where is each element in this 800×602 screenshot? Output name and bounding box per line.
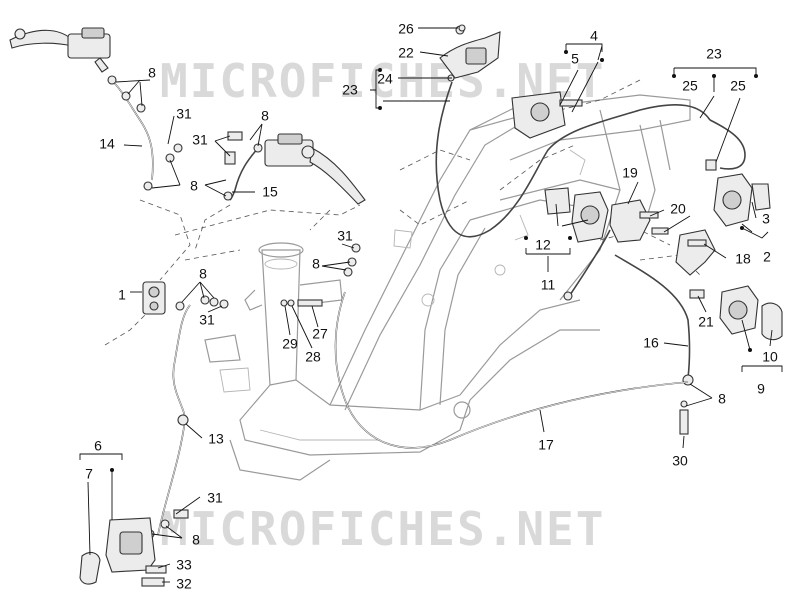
callout-labels: 1234567888888891011121314151617181920212… <box>85 21 778 592</box>
caliper-bracket-18 <box>675 229 716 276</box>
parking-brake-cable <box>435 81 711 238</box>
callout-c8e: 8 <box>312 256 320 272</box>
callout-c14: 14 <box>99 136 115 152</box>
callout-c24: 24 <box>377 71 393 87</box>
callout-c6: 6 <box>94 438 102 454</box>
left-master-cylinder <box>9 27 111 73</box>
callout-c31b: 31 <box>192 132 208 148</box>
callout-c30: 30 <box>672 453 688 469</box>
callout-c33: 33 <box>176 557 192 573</box>
callout-c16: 16 <box>643 335 659 351</box>
parking-caliper <box>511 91 583 139</box>
brake-hose-17 <box>334 291 689 449</box>
callout-c11: 11 <box>541 277 556 293</box>
callout-c7: 7 <box>85 466 93 482</box>
callout-c31e: 31 <box>207 490 223 506</box>
callout-c23a: 23 <box>342 82 358 98</box>
callout-c8a: 8 <box>148 65 156 81</box>
callout-c4: 4 <box>590 28 598 44</box>
callout-c1: 1 <box>118 287 126 303</box>
callout-c8d: 8 <box>199 266 207 282</box>
callout-c31c: 31 <box>337 228 353 244</box>
right-master-cylinder <box>264 133 366 205</box>
callout-c25a: 25 <box>682 78 698 94</box>
leader-lines <box>79 27 783 583</box>
rear-caliper-center <box>544 187 609 243</box>
callout-c26: 26 <box>398 21 414 37</box>
callout-c3: 3 <box>762 211 770 227</box>
callout-c10: 10 <box>762 349 778 365</box>
watermark-bottom: MICROFICHES.NET <box>160 502 605 556</box>
callout-c28: 28 <box>305 349 321 365</box>
callout-c31a: 31 <box>176 106 192 122</box>
callout-c31d: 31 <box>199 312 215 328</box>
scooter-frame <box>204 94 691 481</box>
callout-c9: 9 <box>757 381 765 397</box>
callout-c15: 15 <box>262 184 278 200</box>
callout-c23b: 23 <box>706 46 722 62</box>
callout-c2: 2 <box>763 249 771 265</box>
callout-c8b: 8 <box>261 108 269 124</box>
callout-c22: 22 <box>398 45 414 61</box>
callout-c25b: 25 <box>730 78 746 94</box>
bolt-30 <box>679 409 689 435</box>
rear-caliper-lower <box>689 285 783 341</box>
parking-brake-lever <box>439 25 501 82</box>
callout-c12: 12 <box>535 237 551 253</box>
callout-c8c: 8 <box>190 178 198 194</box>
callout-c8g: 8 <box>718 391 726 407</box>
callout-c20: 20 <box>670 201 686 217</box>
callout-c32: 32 <box>176 576 192 592</box>
front-brake-caliper <box>79 517 167 587</box>
callout-c17: 17 <box>538 437 554 453</box>
callout-c18: 18 <box>735 251 751 267</box>
callout-c8f: 8 <box>192 532 200 548</box>
callout-c21: 21 <box>698 314 714 330</box>
rear-caliper-right <box>705 159 771 227</box>
brake-hose-14 <box>111 79 154 181</box>
brake-hose-16 <box>569 229 691 379</box>
callout-c5: 5 <box>571 51 579 67</box>
callout-c19: 19 <box>622 165 638 181</box>
callout-c27: 27 <box>312 326 328 342</box>
callout-c29: 29 <box>282 336 298 352</box>
brake-splitter-1 <box>142 281 166 315</box>
callout-c13: 13 <box>208 431 224 447</box>
caliper-bracket-19 <box>609 199 651 243</box>
leader-dots <box>110 50 758 472</box>
bolt-27 <box>297 299 323 307</box>
